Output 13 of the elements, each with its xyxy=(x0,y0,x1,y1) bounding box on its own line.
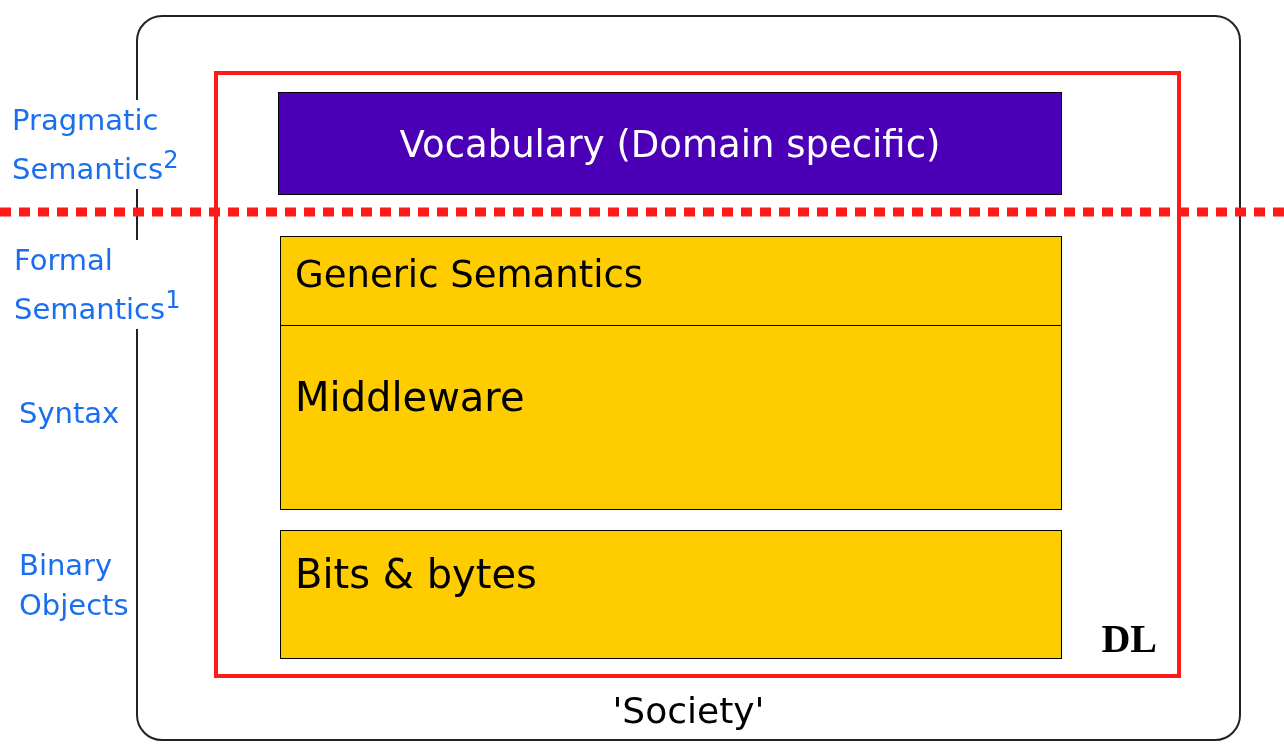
layer-label: Middleware xyxy=(295,374,525,420)
layer-category-label: Pragmatic Semantics$^{2}$ xyxy=(12,100,179,189)
layer-label: Vocabulary (Domain specific) xyxy=(398,123,942,166)
layer-box xyxy=(280,530,1062,659)
frame-title: 'Society' xyxy=(611,689,766,733)
layer-category-label: Formal Semantics$^{1}$ xyxy=(14,240,181,329)
layer-box xyxy=(278,92,1062,195)
dl-boundary-box xyxy=(214,71,1181,678)
boundary-label: DL xyxy=(1101,615,1157,662)
layer-label: Bits & bytes xyxy=(295,551,537,597)
layer-box xyxy=(280,236,1062,326)
layer-box xyxy=(280,325,1062,510)
layer-label: Generic Semantics xyxy=(295,253,644,296)
